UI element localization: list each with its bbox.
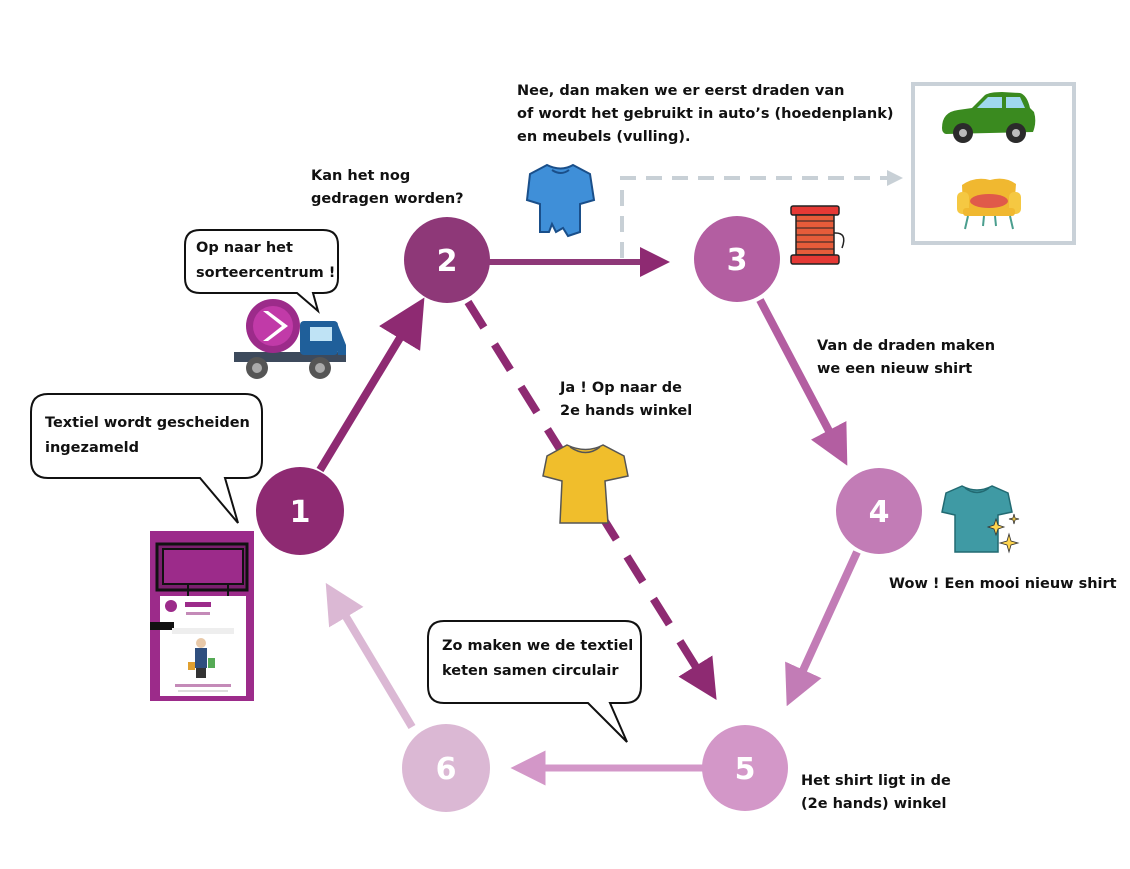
answer-yes-label: Ja ! Op naar de 2e hands winkel	[560, 380, 693, 419]
shirt-in-store-label: Het shirt ligt in de (2e hands) winkel	[801, 773, 951, 812]
armchair-icon	[957, 178, 1021, 230]
node-1-number: 1	[290, 495, 311, 530]
node-6-number: 6	[436, 752, 457, 787]
node-2: 2	[404, 217, 490, 303]
arrow-6-to-1	[325, 582, 416, 730]
node-4-circle	[836, 468, 922, 554]
node-4-number: 4	[869, 495, 890, 530]
node-5-circle	[702, 725, 788, 811]
arrow-4-to-5	[785, 550, 861, 707]
sparkle-shirt-icon	[941, 485, 1020, 554]
question-wearable-label: Kan het nog gedragen worden?	[311, 168, 464, 207]
arrow-to-recycling-box-dashed	[620, 170, 903, 258]
torn-shirt-icon	[525, 163, 596, 238]
yellow-shirt-icon	[542, 444, 629, 524]
container-icon	[150, 531, 254, 701]
bubble-circular-text: Zo maken we de textiel keten samen circu…	[442, 638, 634, 679]
new-shirt-label: Wow ! Een mooi nieuw shirt	[889, 576, 1117, 592]
node-5-number: 5	[735, 752, 756, 787]
node-3-circle	[694, 216, 780, 302]
node-1: 1	[256, 467, 344, 555]
node-6: 6	[402, 724, 490, 812]
bubble-collected-text: Textiel wordt gescheiden ingezameld	[45, 415, 250, 456]
node-3: 3	[694, 216, 780, 302]
node-2-circle	[404, 217, 490, 303]
bubble-circular	[427, 620, 642, 743]
node-2-number: 2	[437, 244, 458, 279]
bubble-collected	[30, 393, 263, 524]
answer-no-label: Nee, dan maken we er eerst draden van of…	[517, 83, 894, 145]
truck-icon	[234, 299, 346, 379]
bubble-sorting	[184, 229, 339, 314]
node-3-number: 3	[727, 243, 748, 278]
node-1-circle	[256, 467, 344, 555]
node-5: 5	[702, 725, 788, 811]
car-icon	[942, 92, 1036, 143]
node-4: 4	[836, 468, 922, 554]
arrow-1-to-2	[316, 297, 425, 473]
threads-to-shirt-label: Van de draden maken we een nieuw shirt	[817, 338, 996, 377]
spool-icon	[790, 205, 845, 265]
node-6-circle	[402, 724, 490, 812]
bubble-sorting-text: Op naar het sorteercentrum !	[196, 240, 336, 281]
arrow-3-to-4	[756, 298, 848, 466]
